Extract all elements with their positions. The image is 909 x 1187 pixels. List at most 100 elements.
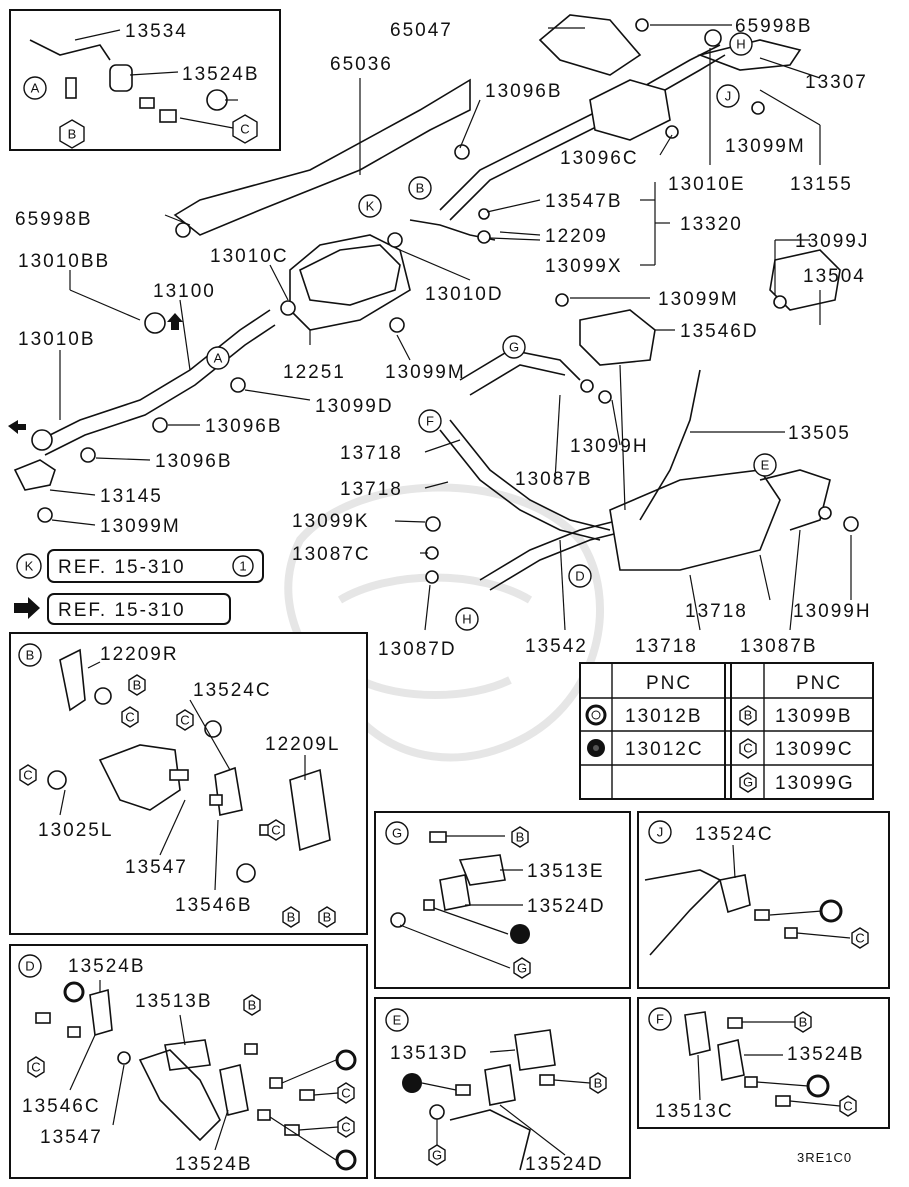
label-13010b: 13010B <box>18 329 96 350</box>
main-leaders <box>49 24 852 631</box>
detail-g-label-1: 13524D <box>527 896 606 917</box>
svg-text:A: A <box>214 351 223 366</box>
svg-text:C: C <box>341 1120 350 1135</box>
bracket-13513d <box>514 1029 556 1071</box>
detail-b-label-2: 12209L <box>265 734 340 755</box>
detail-b-label-0: 12209R <box>100 644 179 665</box>
label-13100: 13100 <box>153 281 216 302</box>
svg-text:K: K <box>25 559 34 574</box>
bracket-12209r <box>59 648 86 712</box>
pnc-row1-left: 13012B <box>625 706 703 727</box>
svg-text:G: G <box>392 826 402 841</box>
label-13096b-low: 13096B <box>155 451 233 472</box>
gasket-13010b <box>31 429 53 451</box>
svg-text:E: E <box>393 1013 402 1028</box>
svg-text:B: B <box>133 678 142 693</box>
bracket-12209l <box>289 768 331 852</box>
svg-text:B: B <box>594 1076 603 1091</box>
detail-d-label-4: 13524B <box>175 1154 253 1175</box>
pnc-table: PNC PNC 13012B 13012C B C G 13099B 13099… <box>579 662 874 800</box>
pnc-row2-right: 13099C <box>775 739 854 760</box>
damper-13546d <box>579 309 656 366</box>
svg-text:B: B <box>26 648 35 663</box>
label-13010bb: 13010BB <box>18 251 110 272</box>
tail-pipe <box>759 469 831 531</box>
label-13010d: 13010D <box>425 284 504 305</box>
label-13096c: 13096C <box>560 148 639 169</box>
arrow-left-icon <box>8 420 26 434</box>
svg-text:F: F <box>426 414 434 429</box>
svg-text:B: B <box>744 708 753 723</box>
svg-text:C: C <box>23 768 32 783</box>
svg-text:G: G <box>743 775 753 790</box>
svg-text:B: B <box>287 910 296 925</box>
label-13099m-r: 13099M <box>385 362 466 383</box>
label-13099x: 13099X <box>545 256 623 277</box>
label-13099m-mid: 13099M <box>658 289 739 310</box>
label-13307: 13307 <box>805 72 868 93</box>
detail-e-label-0: 13513D <box>390 1043 469 1064</box>
svg-text:D: D <box>575 569 584 584</box>
label-13534: 13534 <box>125 21 188 42</box>
detail-d-label-1: 13513B <box>135 991 213 1012</box>
svg-text:B: B <box>516 830 525 845</box>
svg-text:C: C <box>341 1086 350 1101</box>
svg-text:B: B <box>799 1015 808 1030</box>
ref-k-text: REF. 15-310 <box>58 557 186 578</box>
heat-shield-65047 <box>538 14 642 76</box>
detail-b: B 12209R 13524C 12209L 13025L 13547 1354… <box>9 632 368 935</box>
label-13718-c: 13718 <box>685 601 748 622</box>
svg-text:H: H <box>736 37 745 52</box>
label-13145: 13145 <box>100 486 163 507</box>
main-labels: 65047 65998B 65036 13307 13096B 13099M 1… <box>15 16 870 660</box>
label-13542: 13542 <box>525 636 588 657</box>
pnc-row2-left: 13012C <box>625 739 704 760</box>
pnc-row1-right: 13099B <box>775 706 853 727</box>
detail-j-label-0: 13524C <box>695 824 774 845</box>
detail-g-label-0: 13513E <box>527 861 605 882</box>
label-13155: 13155 <box>790 174 853 195</box>
label-13096b-mid: 13096B <box>205 416 283 437</box>
svg-text:G: G <box>509 340 519 355</box>
detail-d: D 13524B 13513B 13546C 13547 13524B C B … <box>9 944 368 1179</box>
washer <box>206 89 228 111</box>
center-pipe-13320 <box>439 44 721 211</box>
svg-text:B: B <box>323 910 332 925</box>
svg-text:F: F <box>656 1012 664 1027</box>
pnc-row3-right: 13099G <box>775 773 855 794</box>
svg-text:B: B <box>68 127 77 142</box>
front-pipe-13100 <box>39 309 271 441</box>
svg-text:K: K <box>366 199 375 214</box>
pipe-section-e <box>449 1109 531 1171</box>
svg-text:1: 1 <box>239 559 246 574</box>
detail-b-label-5: 13546B <box>175 895 253 916</box>
svg-text:C: C <box>855 931 864 946</box>
label-13099d: 13099D <box>315 396 394 417</box>
svg-text:E: E <box>761 458 770 473</box>
marker-a-inset <box>23 76 47 100</box>
muffler <box>609 469 781 571</box>
bracket-13513b <box>164 1039 211 1071</box>
ref-arrow-text: REF. 15-310 <box>58 600 186 621</box>
label-13524b-a: 13524B <box>182 64 260 85</box>
pipe-flange <box>98 744 181 811</box>
label-13096b-top: 13096B <box>485 81 563 102</box>
bracket-13513e <box>458 854 506 886</box>
washer-filled-icon <box>510 924 530 944</box>
pipe-13542 <box>479 519 621 581</box>
label-13087d: 13087D <box>378 639 457 660</box>
detail-j: J 13524C C <box>637 811 890 989</box>
cable-13505 <box>639 369 701 521</box>
svg-text:G: G <box>432 1148 442 1163</box>
detail-b-label-1: 13524C <box>193 680 272 701</box>
svg-text:B: B <box>416 181 425 196</box>
diagram-code: 3RE1C0 <box>797 1150 852 1165</box>
hanger-13524b-f <box>717 1039 745 1081</box>
ref-notes: K REF. 15-310 1 REF. 15-310 <box>14 549 264 625</box>
svg-text:C: C <box>125 710 134 725</box>
label-13087b-r: 13087B <box>740 636 818 657</box>
detail-g: G 13513E 13524D B G <box>374 811 631 989</box>
heat-shield-65036 <box>173 78 471 236</box>
label-13504: 13504 <box>803 266 866 287</box>
arrow-up-icon <box>167 313 183 330</box>
